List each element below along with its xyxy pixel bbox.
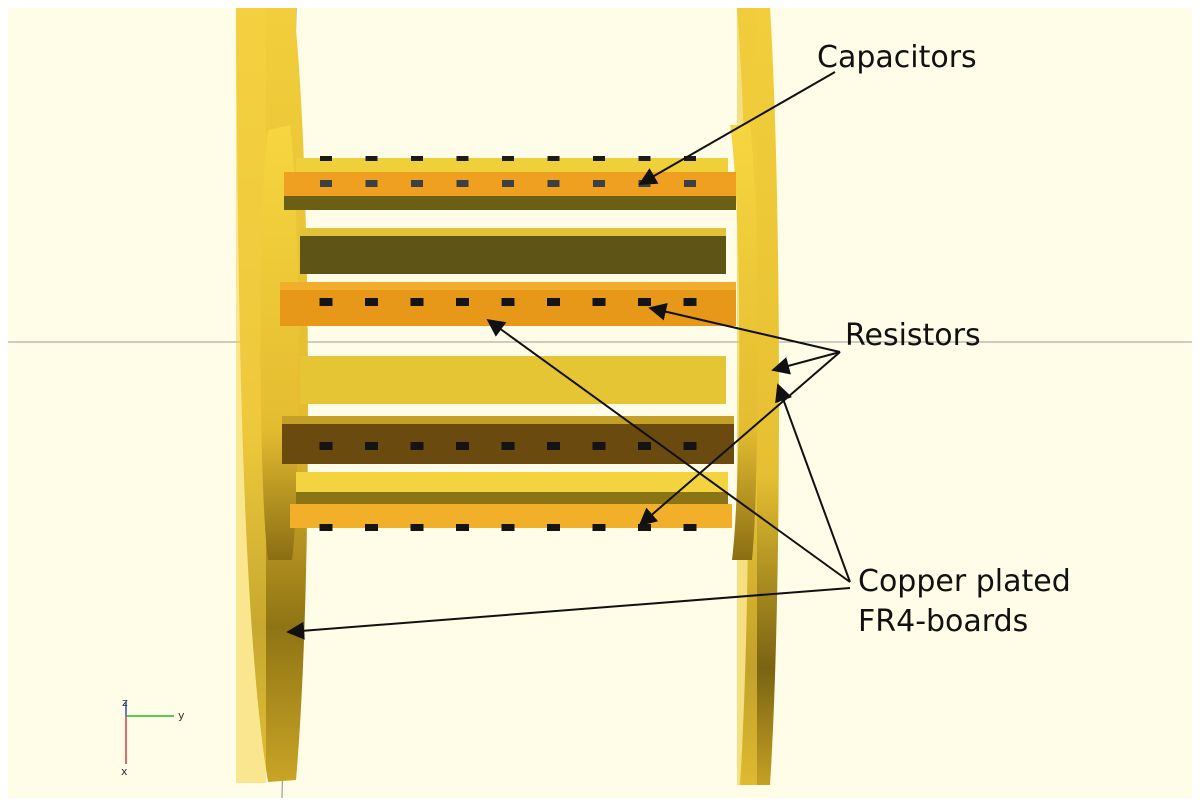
capacitor [547, 180, 560, 187]
capacitor [593, 180, 605, 187]
resistor [683, 442, 697, 450]
resistor-rows [319, 298, 697, 531]
resistor [501, 442, 515, 450]
capacitor-back [365, 156, 378, 161]
capacitor [456, 180, 469, 187]
capacitor-back [684, 156, 696, 161]
arrow-resistors-2 [638, 351, 841, 527]
board-5-top [282, 416, 734, 426]
resistor [592, 524, 606, 531]
axis-label-z: z [122, 696, 128, 709]
capacitor-row [320, 156, 696, 187]
right-inner-disc [730, 125, 758, 560]
board-top-underside [284, 196, 736, 210]
resistor [547, 524, 560, 531]
resistor [410, 442, 424, 450]
capacitor-back [320, 156, 332, 161]
board-4-face [300, 356, 726, 404]
resistor [319, 524, 333, 531]
resistor [410, 298, 424, 306]
capacitor [502, 180, 514, 187]
board-2-top [300, 228, 726, 238]
resistor [501, 298, 515, 306]
board-3-highlight [280, 282, 736, 290]
resistor [365, 524, 378, 531]
resistor [592, 442, 606, 450]
capacitor-back [502, 156, 514, 161]
capacitor-back [547, 156, 560, 161]
arrow-resistors-1 [648, 302, 841, 353]
arrow-boards-1 [486, 318, 851, 583]
capacitor-back [638, 156, 651, 161]
resistor [547, 298, 560, 306]
board-top-back [296, 158, 728, 176]
resistor [683, 524, 697, 531]
capacitor [320, 180, 332, 187]
arrow-resistors-3 [771, 351, 841, 375]
arrow-boards-2 [775, 383, 851, 583]
label-boards-line2: FR4-boards [858, 604, 1029, 639]
capacitor [684, 180, 696, 187]
capacitor-back [456, 156, 469, 161]
capacitor-back [593, 156, 605, 161]
board-6-top [296, 472, 728, 494]
resistor [319, 298, 333, 306]
resistor [638, 298, 651, 306]
axis-label-x: x [121, 765, 128, 778]
board-2-face [300, 236, 726, 274]
capacitor [411, 180, 423, 187]
resistor [683, 298, 697, 306]
resistor [501, 524, 515, 531]
label-capacitors: Capacitors [817, 40, 977, 75]
resistor [592, 298, 606, 306]
resistor [410, 524, 424, 531]
resistor [365, 442, 378, 450]
label-boards-line1: Copper plated [858, 564, 1071, 599]
resistor [638, 524, 651, 531]
resistor [638, 442, 651, 450]
label-resistors: Resistors [845, 318, 981, 353]
resistor [456, 442, 469, 450]
resistor [456, 298, 469, 306]
board-6-dark [296, 492, 728, 504]
arrow-capacitors [638, 71, 836, 185]
resistor [456, 524, 469, 531]
axis-label-y: y [178, 709, 185, 722]
resistor [547, 442, 560, 450]
capacitor [365, 180, 378, 187]
arrow-boards-3 [286, 587, 851, 640]
capacitor-back [411, 156, 423, 161]
resistor [365, 298, 378, 306]
resistor [319, 442, 333, 450]
